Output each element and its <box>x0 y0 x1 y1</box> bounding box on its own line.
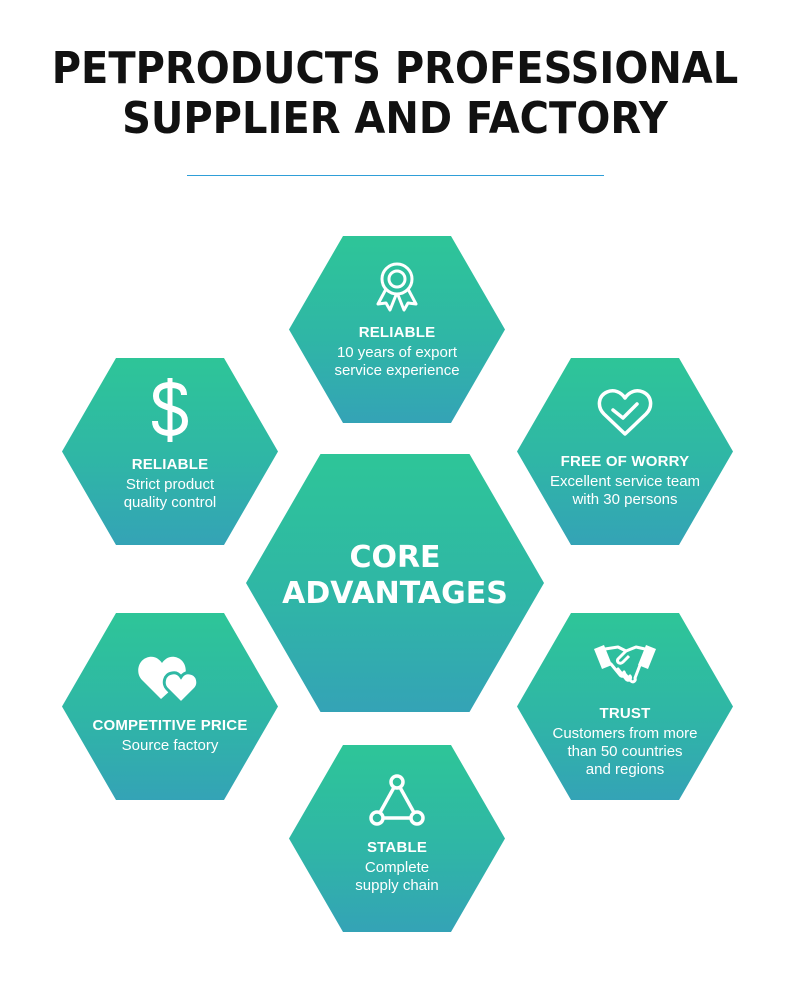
advantage-description: Complete supply chain <box>355 859 439 894</box>
title-divider <box>187 175 604 176</box>
advantage-reliable-export: RELIABLE 10 years of export service expe… <box>289 236 505 423</box>
advantage-title: TRUST <box>599 705 651 722</box>
advantage-description: Source factory <box>121 737 219 754</box>
page-title-line-2: SUPPLIER AND FACTORY <box>122 94 668 144</box>
advantage-trust: TRUST Customers from more than 50 countr… <box>517 613 733 800</box>
advantage-stable: STABLE Complete supply chain <box>289 745 505 932</box>
advantage-description: Strict product quality control <box>123 476 217 511</box>
advantage-description: Excellent service team with 30 persons <box>549 473 701 508</box>
dollar-sign-icon <box>147 378 193 448</box>
advantage-title: STABLE <box>366 839 428 856</box>
double-heart-icon <box>137 649 203 709</box>
advantage-title: RELIABLE <box>131 456 209 473</box>
advantage-description: 10 years of export service experience <box>334 344 460 379</box>
heart-outline-icon <box>596 388 654 442</box>
page-title-line-1: PETPRODUCTS PROFESSIONAL <box>51 44 739 94</box>
advantage-competitive-price: COMPETITIVE PRICE Source factory <box>62 613 278 800</box>
advantage-free-of-worry: FREE OF WORRY Excellent service team wit… <box>517 358 733 545</box>
advantage-title: RELIABLE <box>358 324 436 341</box>
award-ribbon-icon <box>372 260 422 316</box>
advantage-title: COMPETITIVE PRICE <box>92 717 248 734</box>
advantage-title: FREE OF WORRY <box>560 453 690 470</box>
network-triangle-icon <box>368 773 426 831</box>
core-advantages-heading: CORE ADVANTAGES <box>282 540 508 611</box>
handshake-icon <box>592 641 658 693</box>
core-advantages-hexagon: CORE ADVANTAGES <box>246 454 544 712</box>
advantage-reliable-quality: RELIABLE Strict product quality control <box>62 358 278 545</box>
advantage-description: Customers from more than 50 countries an… <box>552 725 698 778</box>
